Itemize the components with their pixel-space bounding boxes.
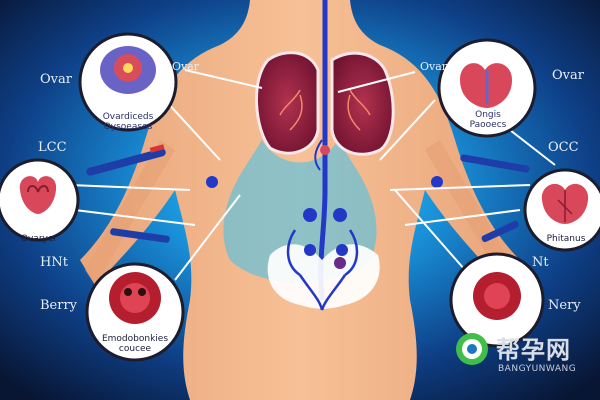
caption-top-left: Ovardiceds Oysoeases: [102, 112, 154, 132]
watermark-text: 帮孕网: [496, 336, 571, 364]
left-probe-top: [86, 144, 166, 176]
circle-bottom-left: [85, 262, 185, 362]
label-left-ovar: Ovar: [40, 72, 72, 87]
circle-top-right: [437, 38, 537, 138]
label-right-ovar-inner: Ovar: [420, 60, 448, 73]
circle-bottom-right: [449, 252, 545, 348]
label-left-berry: Berry: [40, 298, 78, 313]
connector-lines: [69, 69, 556, 281]
center-marker: [320, 145, 330, 155]
left-arm: [85, 140, 175, 285]
caption-mid-left: Ovaryer: [20, 234, 58, 244]
label-right-ovar: Ovar: [552, 68, 584, 83]
watermark-logo: [456, 333, 488, 365]
right-joint-marker: [431, 176, 443, 188]
label-right-nt: Nt: [532, 255, 549, 270]
label-left-lcc: LCC: [38, 140, 67, 155]
pelvic-organs: [267, 208, 380, 311]
watermark-subtext: BANGYUNWANG: [498, 364, 577, 374]
lungs: [254, 51, 395, 156]
label-left-hnt: HNt: [40, 255, 68, 270]
right-probe-bottom: [481, 220, 519, 243]
caption-top-right: Ongis Paooecs: [469, 110, 507, 130]
right-arm: [425, 140, 515, 285]
left-joint-marker: [206, 176, 218, 188]
caption-bottom-left: Emodobonkies coucee: [101, 334, 169, 354]
label-left-ovar-inner: Ovar: [172, 60, 200, 73]
label-right-occ: OCC: [548, 140, 579, 155]
right-probe-top: [460, 154, 530, 173]
vessel-branch: [314, 139, 323, 171]
circle-top-left: [78, 32, 178, 132]
caption-mid-right: Phitanus: [546, 234, 586, 244]
left-probe-bottom: [110, 228, 170, 243]
label-right-nery: Nery: [548, 298, 581, 313]
circle-mid-left: [0, 158, 80, 242]
circle-mid-right: [523, 168, 600, 252]
